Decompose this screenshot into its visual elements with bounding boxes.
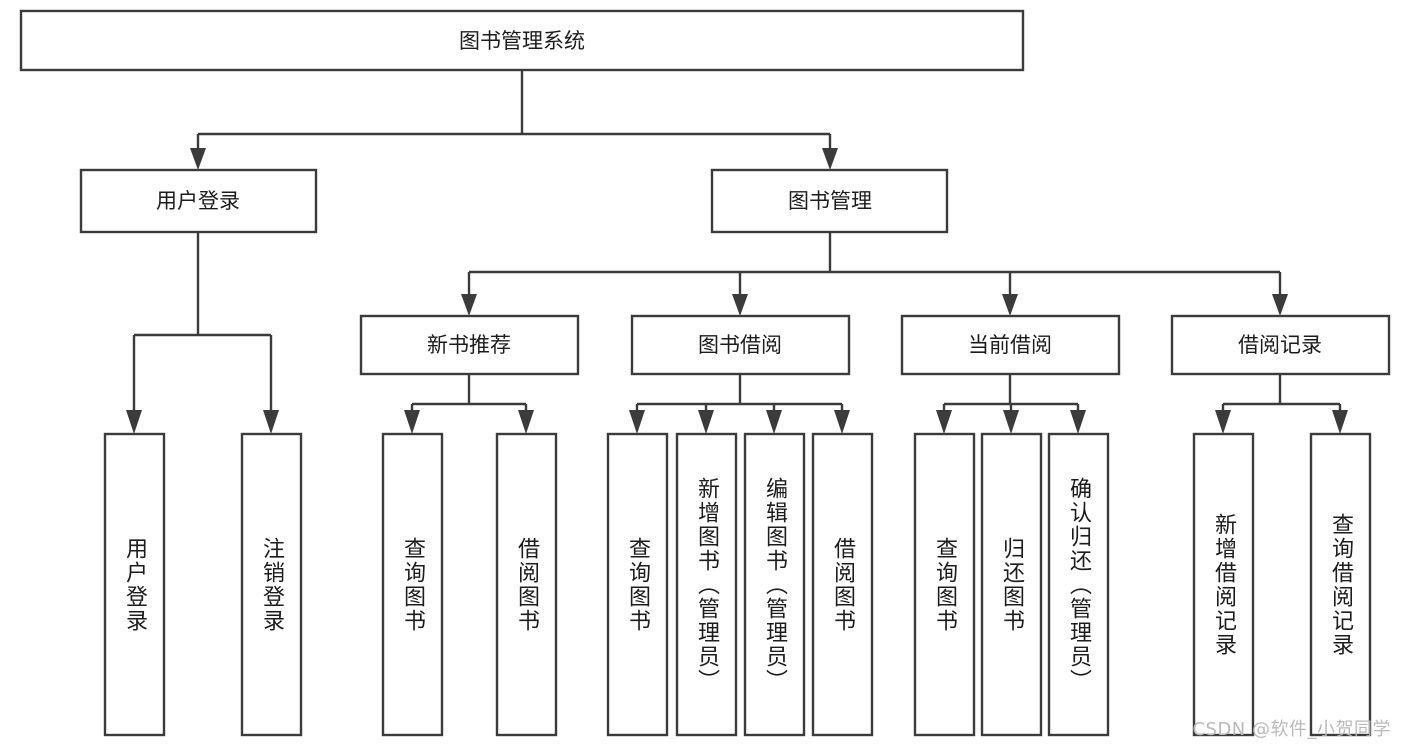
node-label-current-borrow: 当前借阅 [968,333,1052,357]
node-box-user-login[interactable] [79,168,318,234]
node-label-root: 图书管理系统 [459,29,585,53]
node-box-new-book-recommend[interactable] [359,314,580,376]
node-box-book-borrow[interactable] [630,314,851,376]
arrow-head-recommend-leaf1 [404,410,420,434]
node-box-root[interactable] [19,9,1025,72]
leaf-box-borrow-3[interactable] [743,432,806,737]
leaf-box-user-login-1[interactable] [103,432,166,737]
node-label-new-book-recommend: 新书推荐 [427,333,511,357]
node-box-borrow-record[interactable] [1170,314,1391,376]
arrow-head-new-book-recommend [461,294,477,316]
leaf-box-user-login-2[interactable] [240,432,303,737]
watermark-text: CSDN @软件_小贺同学 [1192,719,1391,740]
node-layer: 图书管理系统 用户登录 图书管理 新书推荐 图书借阅 当前借阅 借阅记录 [19,9,1391,737]
arrow-head-user-login [190,148,206,170]
leaf-box-current-2[interactable] [980,432,1043,737]
leaf-box-borrow-4[interactable] [811,432,874,737]
node-label-book-mgmt: 图书管理 [788,189,872,213]
arrow-head-recommend-leaf2 [518,410,534,434]
arrow-head-record-leaf1 [1215,410,1231,434]
node-box-book-mgmt[interactable] [710,168,949,234]
leaf-box-borrow-2[interactable] [675,432,738,737]
leaf-box-current-1[interactable] [913,432,976,737]
arrow-head-current-leaf2 [1003,410,1019,434]
node-label-borrow-record: 借阅记录 [1238,333,1322,357]
arrow-head-borrow-leaf3 [766,410,782,434]
arrow-head-record-leaf2 [1332,410,1348,434]
leaf-box-recommend-2[interactable] [495,432,558,737]
arrow-head-book-borrow [732,294,748,316]
arrow-head-borrow-record [1272,294,1288,316]
node-box-current-borrow[interactable] [900,314,1121,376]
node-label-book-borrow: 图书借阅 [698,333,782,357]
arrow-head-book-mgmt [822,148,838,170]
arrow-head-borrow-leaf4 [834,410,850,434]
arrow-head-borrow-leaf1 [629,410,645,434]
arrow-head-borrow-leaf2 [698,410,714,434]
leaf-box-recommend-1[interactable] [381,432,444,737]
leaf-box-record-2[interactable] [1309,432,1372,737]
arrow-head-user-login-leaf2 [263,410,279,434]
leaf-box-borrow-1[interactable] [606,432,669,737]
arrow-head-user-login-leaf1 [126,410,142,434]
node-label-user-login: 用户登录 [156,189,240,213]
arrow-head-current-borrow [1002,294,1018,316]
leaf-box-record-1[interactable] [1192,432,1255,737]
leaf-box-current-3[interactable] [1047,432,1110,737]
arrow-head-current-leaf3 [1070,410,1086,434]
arrow-head-current-leaf1 [936,410,952,434]
connector-layer [126,70,1348,434]
